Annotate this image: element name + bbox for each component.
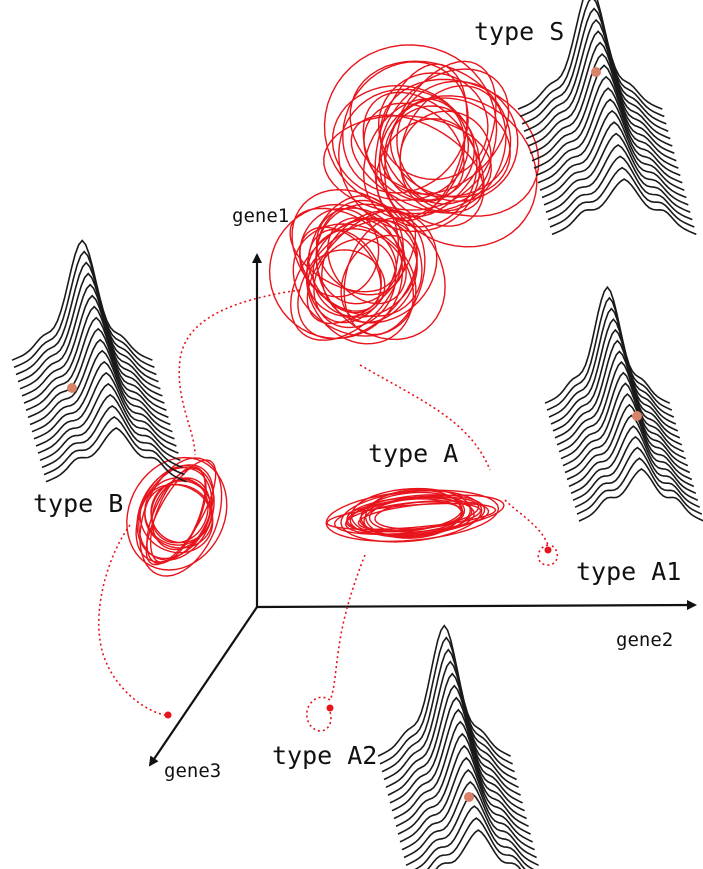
type-a-label: type A [368, 439, 458, 468]
gene3-axis [150, 607, 257, 765]
path-b-to-b-end [99, 525, 165, 715]
landscape-ridge-line [390, 698, 523, 803]
path-s-to-b [179, 290, 300, 455]
type-b-loop [151, 481, 212, 543]
a1-fixed-point [545, 547, 552, 554]
landscape-ridge-line [530, 54, 674, 153]
landscape-ridge-line [552, 179, 696, 234]
a2-fixed-point [327, 705, 334, 712]
type-s-attractor [270, 45, 539, 344]
type-b-attractor [127, 458, 227, 576]
a2-loop [307, 697, 331, 731]
type-a1-label: type A1 [576, 557, 681, 586]
landscape-state-marker [632, 411, 642, 421]
landscape-ridge-line [402, 770, 535, 850]
landscape-ridge-line [542, 122, 686, 197]
type-a2-landscape-image [378, 626, 545, 869]
type-a2-label: type A2 [272, 741, 377, 770]
type-s-label: type S [474, 17, 564, 46]
type-b-landscape-image [12, 241, 186, 482]
landscape-ridge-line [555, 341, 680, 438]
type-b-label: type B [33, 489, 123, 518]
fixed-points [165, 547, 552, 719]
type-a1-landscape-image [545, 287, 703, 521]
landscape-state-marker [591, 67, 601, 77]
gene2-axis-label: gene2 [616, 629, 673, 651]
type-a-attractor [326, 489, 504, 542]
gene1-axis-label: gene1 [232, 205, 289, 227]
landscape-ridge-line [36, 373, 176, 446]
path-a-to-a1 [505, 500, 548, 545]
gene3-axis-label: gene3 [164, 760, 221, 782]
landscape-ridge-line [569, 416, 694, 487]
landscape-state-marker [67, 383, 77, 393]
path-a-to-a2 [330, 555, 365, 700]
b-fixed-point [165, 712, 172, 719]
gene2-axis [257, 605, 695, 607]
landscape-state-marker [464, 792, 474, 802]
landscape-ridge-line [557, 351, 682, 444]
landscape-ridge-line [18, 274, 158, 382]
landscape-ridge-line [24, 307, 164, 403]
landscape-ridge-line [382, 650, 515, 772]
